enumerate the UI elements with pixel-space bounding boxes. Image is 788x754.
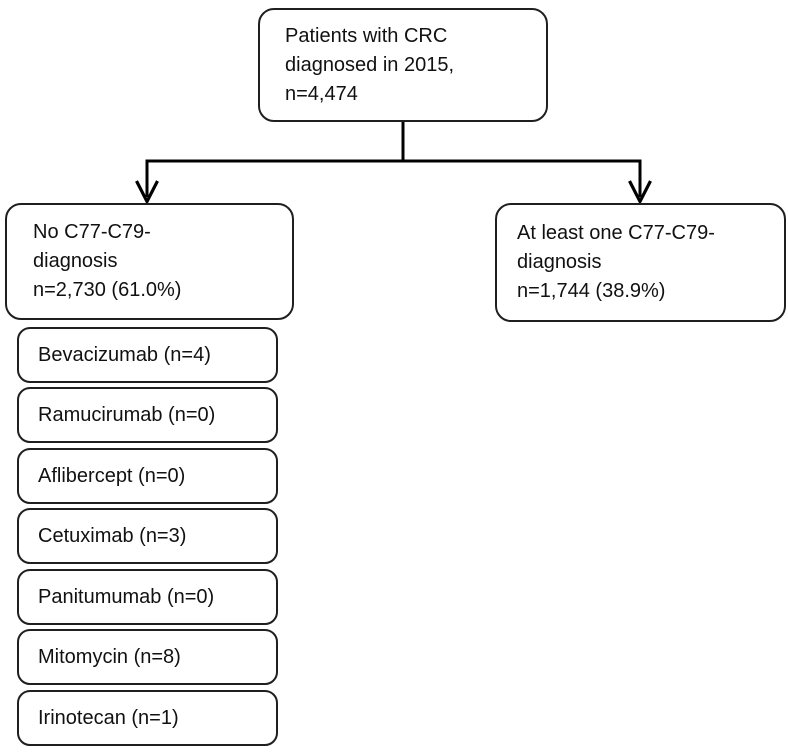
node-drug-ramucirumab: Ramucirumab (n=0)	[17, 387, 278, 443]
node-drug-cetuximab: Cetuximab (n=3)	[17, 508, 278, 564]
node-no-c77-c79-diagnosis: No C77-C79- diagnosis n=2,730 (61.0%)	[5, 203, 294, 320]
down-arrow-right-icon	[628, 180, 652, 206]
node-at-least-one-c77-c79-line-3: n=1,744 (38.9%)	[517, 280, 666, 302]
drug-label: Cetuximab (n=3)	[38, 524, 187, 547]
node-drug-bevacizumab: Bevacizumab (n=4)	[17, 327, 278, 383]
drug-label: Aflibercept (n=0)	[38, 464, 186, 487]
node-drug-mitomycin: Mitomycin (n=8)	[17, 629, 278, 685]
node-no-c77-c79-line-2: diagnosis	[33, 250, 118, 272]
node-at-least-one-c77-c79-line-1: At least one C77-C79-	[517, 222, 715, 244]
node-drug-irinotecan: Irinotecan (n=1)	[17, 690, 278, 746]
node-at-least-one-c77-c79-diagnosis: At least one C77-C79- diagnosis n=1,744 …	[495, 203, 786, 322]
node-patients-with-crc-line-3: n=4,474	[285, 82, 358, 105]
node-at-least-one-c77-c79-line-2: diagnosis	[517, 251, 602, 273]
down-arrow-left-icon	[135, 180, 159, 206]
node-patients-with-crc: Patients with CRC diagnosed in 2015, n=4…	[258, 8, 548, 122]
node-patients-with-crc-line-1: Patients with CRC	[285, 24, 448, 47]
drug-label: Ramucirumab (n=0)	[38, 403, 216, 426]
drug-label: Mitomycin (n=8)	[38, 645, 181, 668]
drug-label: Bevacizumab (n=4)	[38, 343, 211, 366]
node-patients-with-crc-line-2: diagnosed in 2015,	[285, 53, 455, 76]
node-no-c77-c79-line-3: n=2,730 (61.0%)	[33, 279, 182, 301]
node-drug-panitumumab: Panitumumab (n=0)	[17, 569, 278, 625]
drug-label: Panitumumab (n=0)	[38, 585, 215, 608]
node-drug-aflibercept: Aflibercept (n=0)	[17, 448, 278, 504]
drug-label: Irinotecan (n=1)	[38, 706, 179, 729]
node-no-c77-c79-line-1: No C77-C79-	[33, 221, 151, 243]
